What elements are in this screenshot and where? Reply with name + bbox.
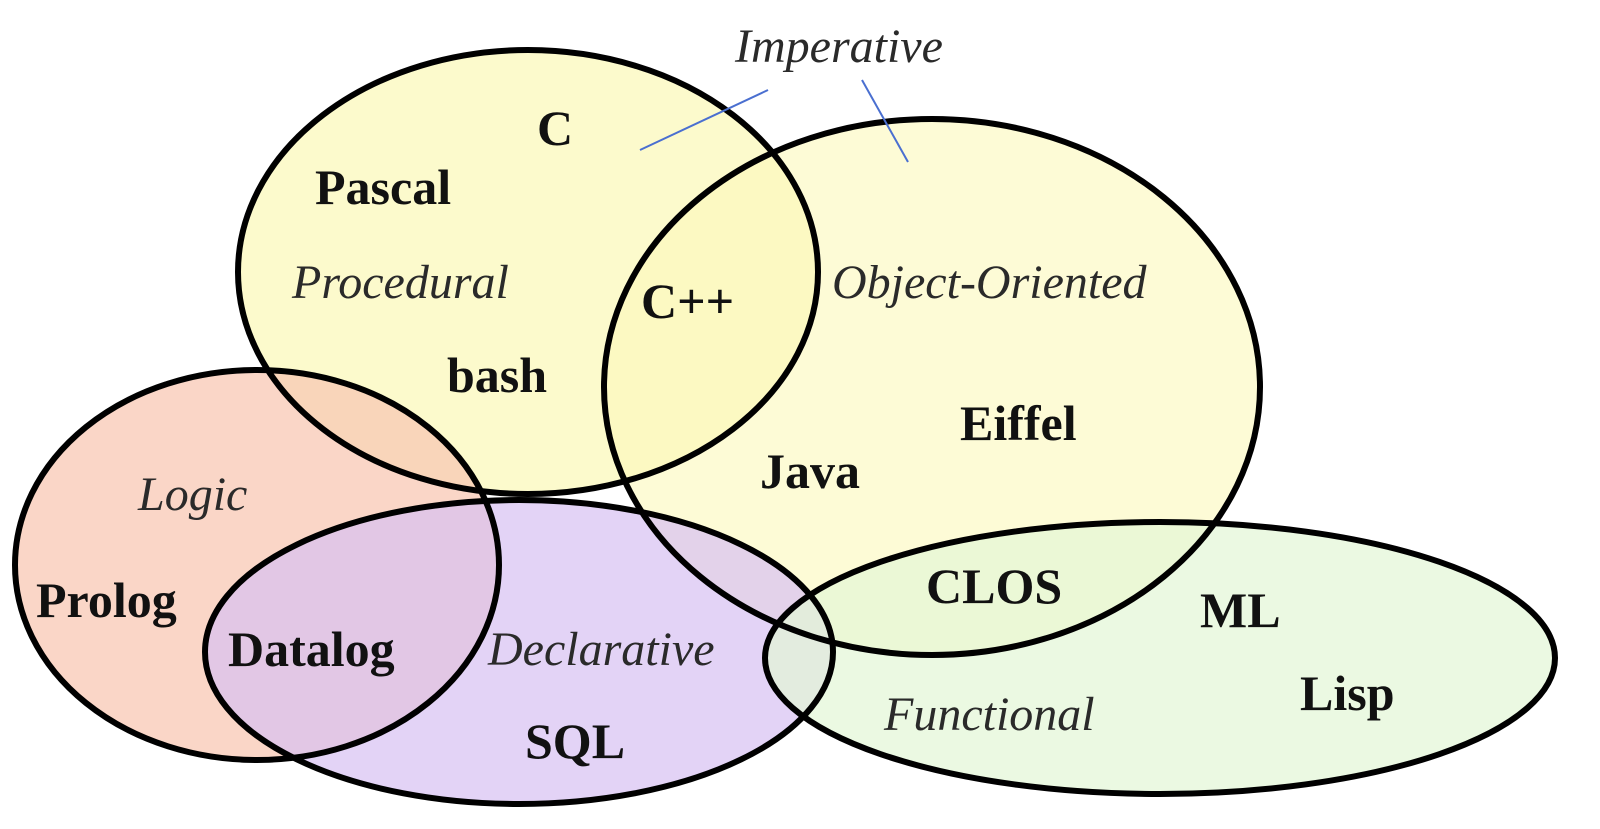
functional-label: Functional: [883, 688, 1095, 741]
imperative-pointer-left: [639, 89, 769, 151]
language-datalog: Datalog: [228, 621, 395, 677]
region-outlines: [12, 47, 1558, 807]
procedural-label: Procedural: [291, 256, 509, 309]
object-oriented-label: Object-Oriented: [832, 256, 1148, 309]
language-clos: CLOS: [926, 558, 1062, 614]
object-oriented-outline: [601, 116, 1263, 658]
language-bash: bash: [447, 347, 547, 403]
logic-label: Logic: [137, 468, 247, 521]
language-cpp: C++: [641, 273, 734, 329]
language-sql: SQL: [525, 713, 625, 769]
language-ml: ML: [1200, 582, 1281, 638]
language-java: Java: [760, 443, 860, 499]
language-c: C: [537, 100, 573, 156]
declarative-region: [205, 500, 833, 804]
functional-outline: [762, 519, 1558, 797]
language-eiffel: Eiffel: [960, 395, 1077, 451]
declarative-label: Declarative: [487, 623, 715, 676]
functional-region: [765, 522, 1555, 794]
declarative-outline: [202, 497, 836, 807]
language-prolog: Prolog: [36, 572, 177, 628]
procedural-outline: [235, 47, 821, 497]
imperative-label: Imperative: [734, 20, 943, 73]
language-pascal: Pascal: [315, 159, 451, 215]
imperative-pointer-right: [861, 79, 909, 163]
language-lisp: Lisp: [1300, 665, 1395, 721]
logic-outline: [12, 367, 502, 763]
